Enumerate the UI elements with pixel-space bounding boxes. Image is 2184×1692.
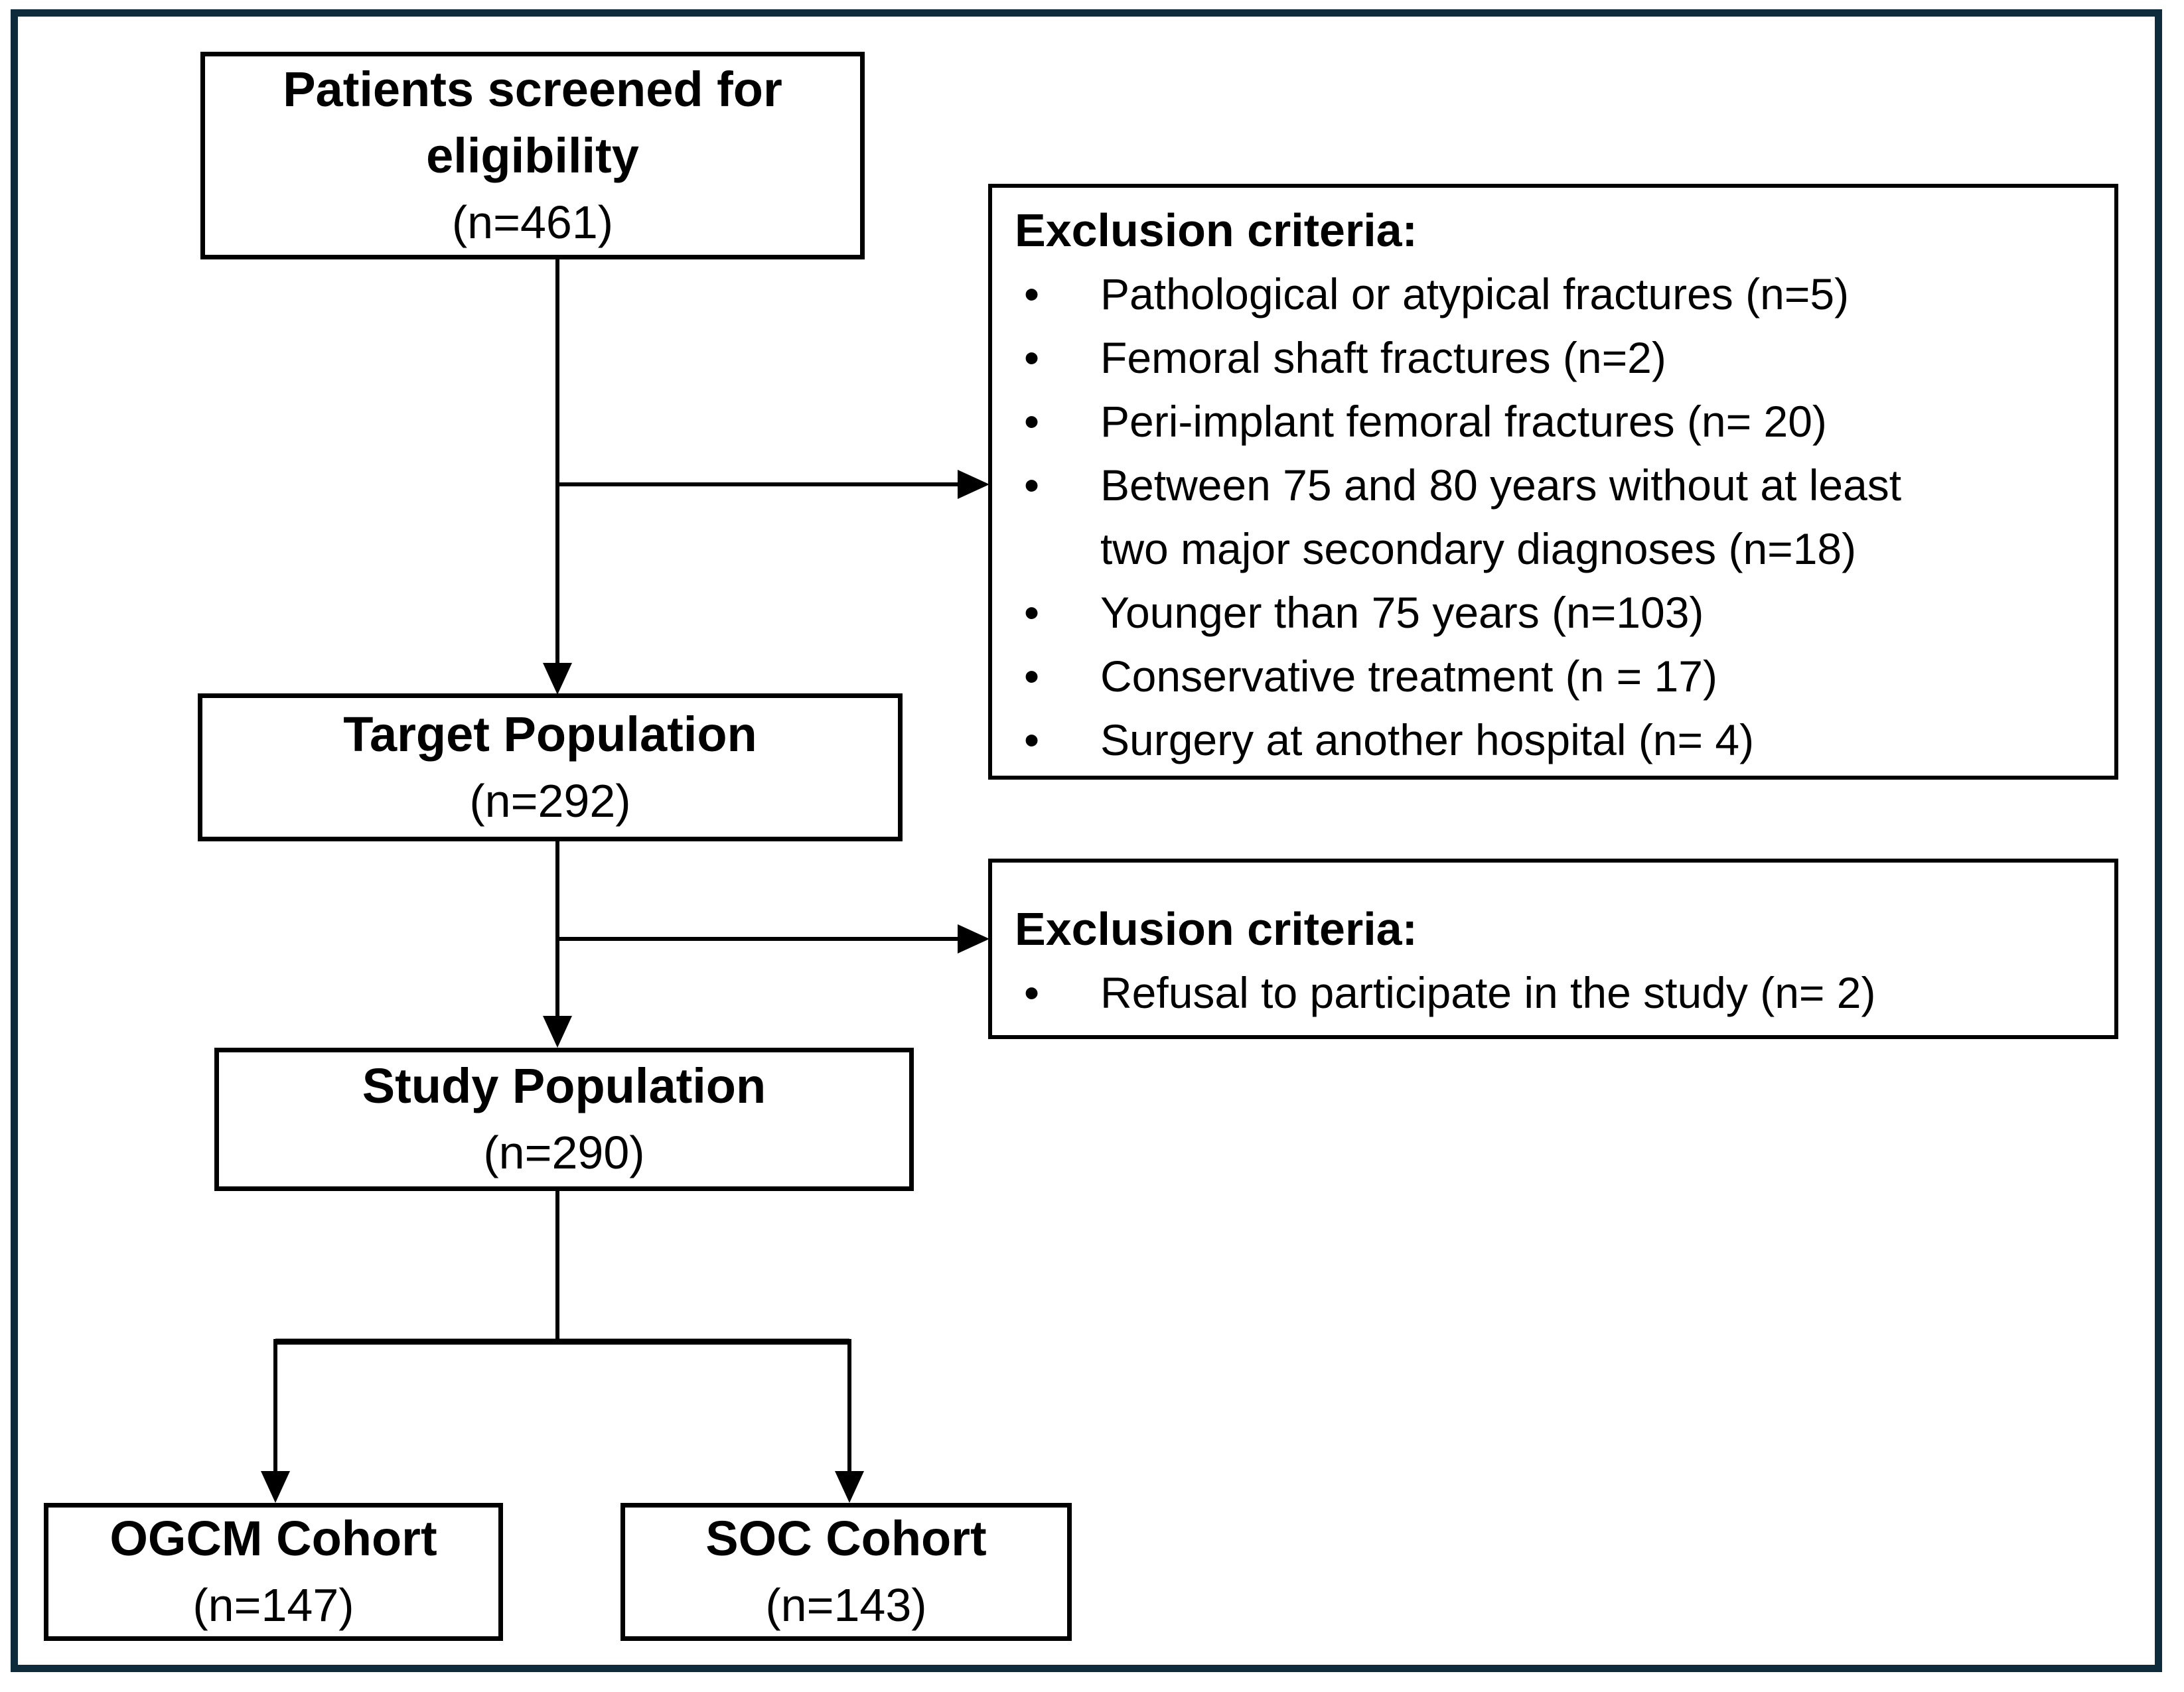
box-target-population-title: Target Population [343, 706, 757, 762]
exclusion-item-text: Between 75 and 80 years without at least [1100, 460, 1902, 510]
box-soc-cohort: SOC Cohort (n=143) [620, 1503, 1072, 1641]
bullet-icon: • [1024, 652, 1040, 701]
exclusion-box-1: Exclusion criteria: • Pathological or at… [988, 184, 2118, 780]
exclusion-box-2: Exclusion criteria: • Refusal to partici… [988, 859, 2118, 1039]
list-item: • Between 75 and 80 years without at lea… [1015, 453, 2094, 581]
exclusion-box-1-list: • Pathological or atypical fractures (n=… [1015, 262, 2094, 772]
box-study-population-title: Study Population [362, 1058, 766, 1113]
box-study-population: Study Population (n=290) [214, 1048, 914, 1191]
box-target-population-count: (n=292) [469, 774, 631, 827]
exclusion-item-text: Peri-implant femoral fractures (n= 20) [1100, 397, 1827, 446]
exclusion-box-2-list: • Refusal to participate in the study (n… [1015, 961, 2094, 1024]
bullet-icon: • [1024, 460, 1040, 510]
box-patients-screened-title-line2: eligibility [426, 127, 639, 183]
list-item: • Pathological or atypical fractures (n=… [1015, 262, 2094, 326]
bullet-icon: • [1024, 333, 1040, 382]
exclusion-item-text: Refusal to participate in the study (n= … [1100, 968, 1876, 1017]
exclusion-item-text: Younger than 75 years (n=103) [1100, 588, 1704, 637]
list-item: • Refusal to participate in the study (n… [1015, 961, 2094, 1024]
box-soc-cohort-title: SOC Cohort [705, 1511, 987, 1566]
bullet-icon: • [1024, 968, 1040, 1017]
box-patients-screened-count: (n=461) [451, 196, 614, 248]
box-target-population: Target Population (n=292) [198, 693, 903, 841]
exclusion-box-1-heading: Exclusion criteria: [1015, 204, 1418, 256]
exclusion-item-text: two major secondary diagnoses (n=18) [1100, 524, 1857, 573]
list-item: • Younger than 75 years (n=103) [1015, 581, 2094, 644]
list-item: • Femoral shaft fractures (n=2) [1015, 326, 2094, 389]
list-item: • Surgery at another hospital (n= 4) [1015, 708, 2094, 772]
exclusion-box-2-heading: Exclusion criteria: [1015, 903, 1418, 955]
bullet-icon: • [1024, 588, 1040, 637]
exclusion-item-text: Surgery at another hospital (n= 4) [1100, 715, 1755, 764]
exclusion-item-text: Conservative treatment (n = 17) [1100, 652, 1717, 701]
box-patients-screened: Patients screened for eligibility (n=461… [200, 52, 865, 259]
bullet-icon: • [1024, 715, 1040, 764]
bullet-icon: • [1024, 397, 1040, 446]
box-ogcm-cohort-title: OGCM Cohort [109, 1511, 437, 1566]
box-ogcm-cohort: OGCM Cohort (n=147) [44, 1503, 503, 1641]
exclusion-item-text: Femoral shaft fractures (n=2) [1100, 333, 1666, 382]
exclusion-item-text: Pathological or atypical fractures (n=5) [1100, 269, 1850, 318]
box-ogcm-cohort-count: (n=147) [192, 1579, 354, 1631]
list-item: • Conservative treatment (n = 17) [1015, 644, 2094, 708]
box-soc-cohort-count: (n=143) [765, 1579, 927, 1631]
box-study-population-count: (n=290) [483, 1127, 645, 1178]
bullet-icon: • [1024, 269, 1040, 318]
list-item: • Peri-implant femoral fractures (n= 20) [1015, 389, 2094, 453]
box-patients-screened-title-line1: Patients screened for [283, 61, 782, 117]
